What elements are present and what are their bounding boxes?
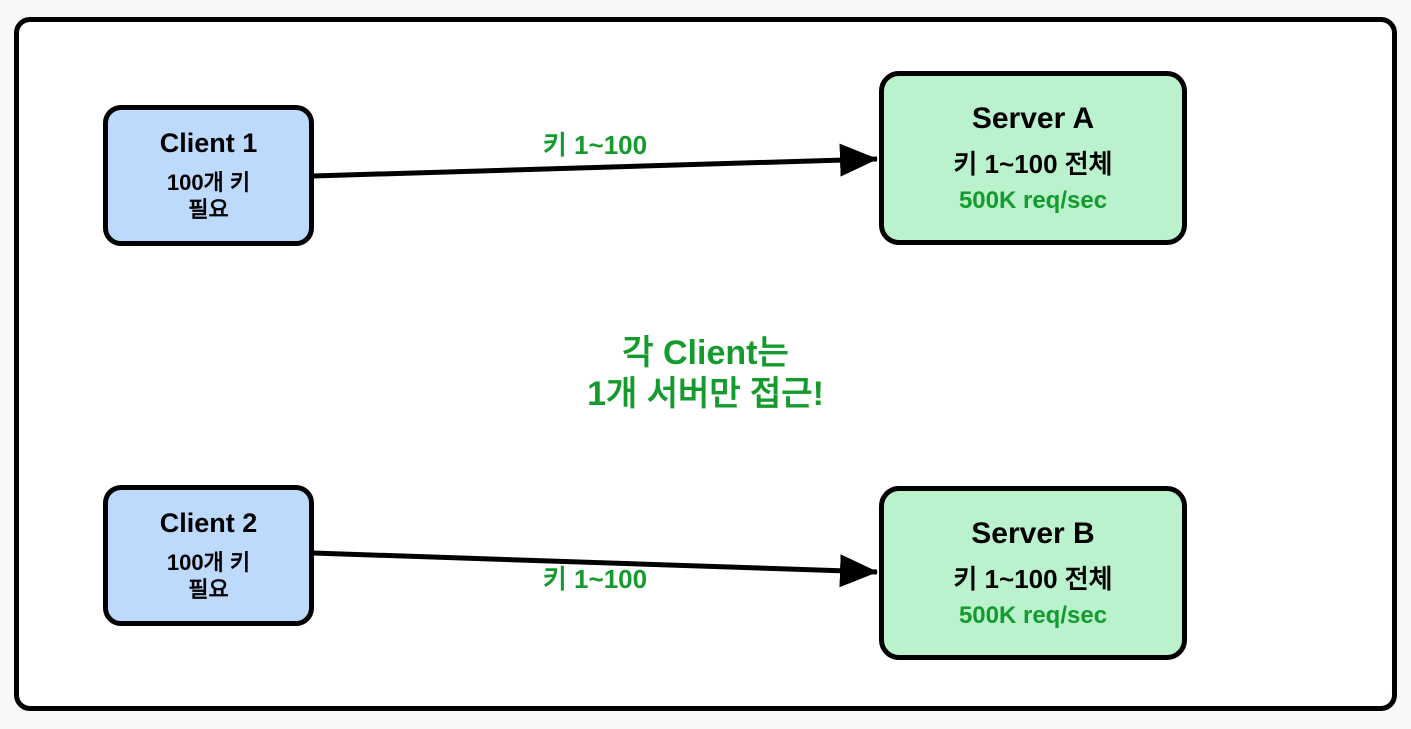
client-1-need-line2: 필요 <box>188 197 229 222</box>
client-2-need-line2: 필요 <box>188 577 229 602</box>
client-2-title: Client 2 <box>159 507 258 538</box>
server-a-keys: 키 1~100 전체 <box>953 148 1113 179</box>
center-annotation-line2: 1개 서버만 접근! <box>587 374 824 413</box>
server-a-title: Server A <box>971 101 1095 135</box>
server-b-keys: 키 1~100 전체 <box>953 563 1113 594</box>
server-b-box: Server B 키 1~100 전체 500K req/sec <box>879 486 1187 660</box>
client-1-need-line1: 100개 키 <box>166 169 251 195</box>
server-b-title: Server B <box>971 516 1095 550</box>
client-1-need: 100개 키 필요 <box>167 169 250 224</box>
center-annotation-line1: 각 Client는 <box>622 334 789 372</box>
server-b-throughput: 500K req/sec <box>958 601 1108 629</box>
client-2-need: 100개 키 필요 <box>167 549 250 604</box>
center-annotation: 각 Client는 1개 서버만 접근! <box>0 333 1411 415</box>
client-1-title: Client 1 <box>159 127 258 158</box>
arrow-1-label: 키 1~100 <box>542 130 648 160</box>
client-1-box: Client 1 100개 키 필요 <box>103 105 314 246</box>
server-a-throughput: 500K req/sec <box>958 186 1108 214</box>
client-2-need-line1: 100개 키 <box>166 549 251 575</box>
arrow-2-label: 키 1~100 <box>542 564 648 594</box>
client-2-box: Client 2 100개 키 필요 <box>103 485 314 626</box>
server-a-box: Server A 키 1~100 전체 500K req/sec <box>879 71 1187 245</box>
